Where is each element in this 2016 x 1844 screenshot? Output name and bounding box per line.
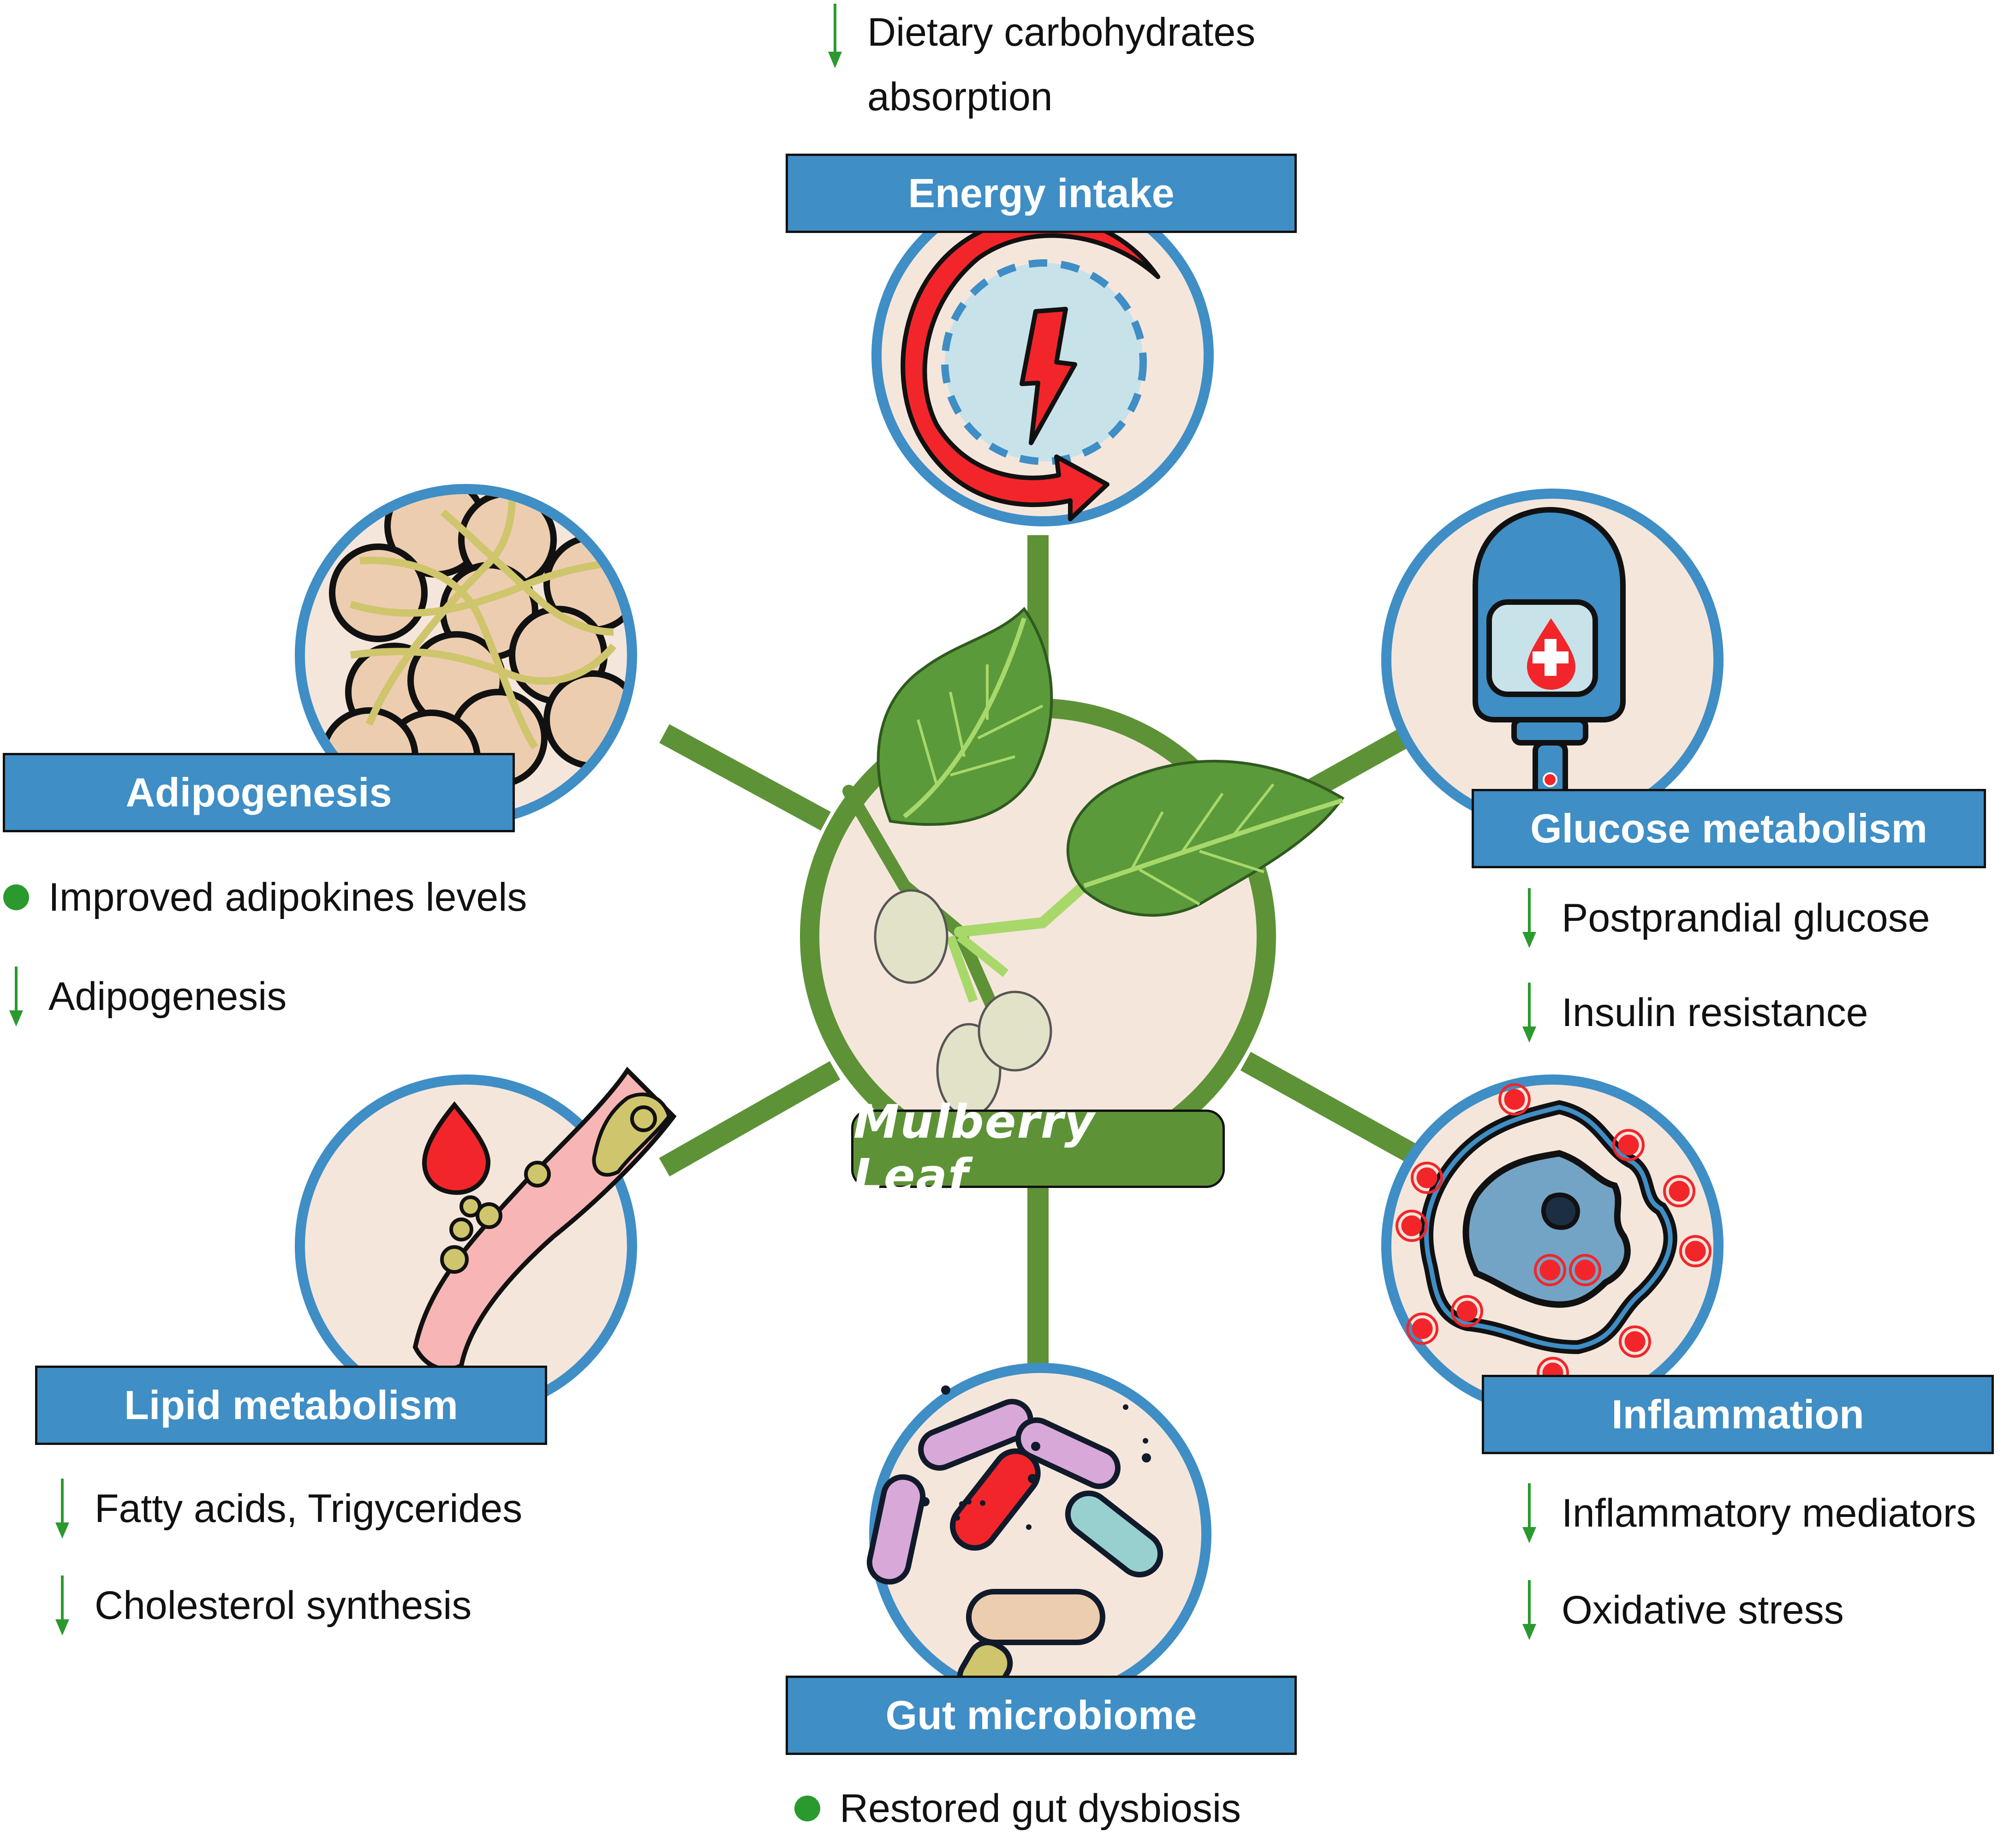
- node-label-glucose-metabolism: Glucose metabolism: [1472, 789, 1986, 868]
- effect-item: Fatty acids, Trigycerides: [48, 1472, 522, 1546]
- effect-text: Oxidative stress: [1562, 1588, 1844, 1632]
- decrease-arrow-icon: [1515, 888, 1543, 948]
- mulberry-leaf-icon: [1066, 759, 1345, 917]
- effect-text-line: Dietary carbohydrates: [867, 10, 1256, 54]
- node-title: Lipid metabolism: [124, 1382, 458, 1428]
- decrease-arrow-icon: [1515, 1580, 1543, 1640]
- effect-text: Restored gut dysbiosis: [840, 1786, 1241, 1831]
- effect-text: Cholesterol synthesis: [95, 1583, 472, 1628]
- fibers: [349, 498, 617, 750]
- mulberry-leaf-icon: [877, 607, 1053, 826]
- node-circle-inflammation: [1381, 1074, 1724, 1417]
- node-label-adipogenesis: Adipogenesis: [3, 753, 515, 832]
- effect-item: Inflammatory mediators: [1515, 1476, 1976, 1550]
- node-circle-gut-microbiome: [866, 1363, 1211, 1705]
- node-title: Gut microbiome: [885, 1692, 1197, 1738]
- node-circle-energy-intake: [871, 184, 1214, 526]
- connector-lipid-metabolism: [659, 1061, 841, 1177]
- connector-inflammation: [1240, 1051, 1417, 1163]
- effect-text: Fatty acids, Trigycerides: [95, 1486, 523, 1531]
- decrease-arrow-icon: [1515, 1483, 1543, 1543]
- blood-drop-icon: [422, 1101, 491, 1195]
- decrease-arrow-icon: [1515, 983, 1543, 1043]
- effect-item: Improved adipokines levels: [2, 870, 527, 925]
- effect-text-line: absorption: [867, 75, 1053, 119]
- node-label-lipid-metabolism: Lipid metabolism: [35, 1366, 547, 1445]
- decrease-arrow-icon: [48, 1479, 76, 1539]
- effect-item: Dietary carbohydrates absorption: [821, 0, 1255, 129]
- node-circle-lipid-metabolism: [295, 1067, 677, 1417]
- blood-vessel-lipid-icon: [412, 1067, 677, 1372]
- effect-text: Insulin resistance: [1562, 991, 1868, 1035]
- node-title: Glucose metabolism: [1530, 806, 1927, 851]
- node-circle-glucose-metabolism: [1381, 489, 1724, 831]
- node-title: Energy intake: [908, 170, 1175, 216]
- effect-text: Postprandial glucose: [1562, 896, 1930, 940]
- effect-item: Adipogenesis: [2, 960, 286, 1033]
- node-title: Inflammation: [1611, 1391, 1864, 1437]
- decrease-arrow-icon: [48, 1575, 76, 1635]
- microbe-dots: [920, 1385, 1151, 1530]
- node-label-inflammation: Inflammation: [1482, 1375, 1994, 1454]
- decrease-arrow-icon: [2, 967, 30, 1026]
- inflammatory-particles: [1396, 1083, 1712, 1389]
- effect-text: Improved adipokines levels: [48, 875, 527, 919]
- decrease-arrow-icon: [821, 0, 849, 69]
- node-label-gut-microbiome: Gut microbiome: [786, 1676, 1297, 1755]
- effect-item: Restored gut dysbiosis: [793, 1781, 1241, 1836]
- node-label-energy-intake: Energy intake: [786, 154, 1297, 233]
- effect-item: Postprandial glucose: [1515, 881, 1930, 955]
- glucose-meter-icon: [1473, 507, 1626, 801]
- lightning-icon: [1020, 307, 1077, 445]
- effect-text: Inflammatory mediators: [1562, 1491, 1976, 1535]
- effect-text: Adipogenesis: [48, 974, 287, 1019]
- node-circle-adipogenesis: [295, 484, 637, 826]
- effect-item: Insulin resistance: [1515, 976, 1868, 1050]
- mulberry-fruit-icon: [874, 889, 1052, 1118]
- effect-item: Cholesterol synthesis: [48, 1569, 471, 1642]
- node-title: Adipogenesis: [125, 770, 392, 815]
- improve-dot-icon: [794, 1796, 820, 1821]
- center-label-mulberry-leaf: Mulberry Leaf: [851, 1095, 1225, 1203]
- connector-adipogenesis: [659, 724, 831, 831]
- effect-item: Oxidative stress: [1515, 1573, 1844, 1647]
- improve-dot-icon: [3, 884, 29, 910]
- center-node: [800, 607, 1345, 1175]
